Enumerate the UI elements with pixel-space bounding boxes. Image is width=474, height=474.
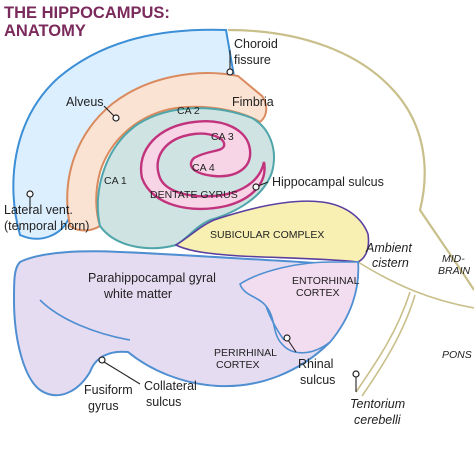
tentorium-cerebelli: [355, 291, 416, 397]
label-perirhinal-1: PERIRHINAL: [214, 347, 277, 359]
leader-dot-rhinal: [283, 334, 291, 342]
brainstem-lower-outline: [357, 261, 474, 309]
label-collateral-2: sulcus: [146, 395, 181, 409]
label-hippocampal-sulcus: Hippocampal sulcus: [272, 175, 384, 189]
collateral-sulcus-line: [39, 299, 131, 341]
label-entorhinal-1: ENTORHINAL: [292, 275, 360, 287]
label-dentate-gyrus: DENTATE GYRUS: [150, 189, 238, 201]
brainstem-outline: [227, 28, 474, 291]
leader-collateral: [103, 361, 141, 385]
label-choroid-fissure-2: fissure: [234, 53, 271, 67]
leader-hippocampal-sulcus: [257, 181, 269, 187]
label-collateral-1: Collateral: [144, 379, 197, 393]
label-midbrain-1: MID-: [442, 253, 465, 265]
label-ca1: CA 1: [104, 175, 127, 187]
leader-rhinal: [287, 339, 297, 353]
label-lateral-vent-2: (temporal horn): [4, 219, 89, 233]
leader-dot-lateral-vent: [26, 190, 34, 198]
label-midbrain-2: BRAIN: [438, 265, 471, 277]
rhinal-notch: [265, 305, 285, 341]
label-fusiform-1: Fusiform: [84, 383, 133, 397]
label-parahippocampal-2: white matter: [103, 287, 172, 301]
diagram-title-line1: THE HIPPOCAMPUS:: [4, 4, 170, 22]
label-lateral-vent-1: Lateral vent.: [4, 203, 73, 217]
label-fusiform-2: gyrus: [88, 399, 119, 413]
label-ca2: CA 2: [177, 105, 200, 117]
label-choroid-fissure-1: Choroid: [234, 37, 278, 51]
label-fimbria: Fimbria: [232, 95, 274, 109]
leader-dot-hippocampal-sulcus: [252, 183, 260, 191]
label-subicular-complex: SUBICULAR COMPLEX: [210, 229, 324, 241]
label-alveus: Alveus: [66, 95, 104, 109]
label-tentorium-2: cerebelli: [354, 413, 402, 427]
label-entorhinal-2: CORTEX: [296, 287, 340, 299]
label-pons: PONS: [442, 349, 472, 361]
leader-dot-alveus: [112, 114, 120, 122]
label-ambient-cistern-1: Ambient: [365, 241, 412, 255]
label-perirhinal-2: CORTEX: [216, 359, 260, 371]
label-tentorium-1: Tentorium: [350, 397, 405, 411]
label-parahippocampal-1: Parahippocampal gyral: [88, 271, 216, 285]
subicular-complex: [174, 200, 370, 263]
label-ca3: CA 3: [211, 131, 234, 143]
label-rhinal-sulcus-2: sulcus: [300, 373, 335, 387]
leader-dot-tentorium: [352, 370, 360, 378]
leader-dot-choroid: [226, 68, 234, 76]
label-ambient-cistern-2: cistern: [372, 256, 409, 270]
label-rhinal-sulcus-1: Rhinal: [298, 357, 333, 371]
leader-alveus: [103, 105, 115, 117]
label-ca4: CA 4: [192, 162, 215, 174]
leader-dot-collateral: [98, 356, 106, 364]
diagram-title-line2: ANATOMY: [4, 22, 86, 40]
dentate-gyrus: [139, 120, 266, 211]
